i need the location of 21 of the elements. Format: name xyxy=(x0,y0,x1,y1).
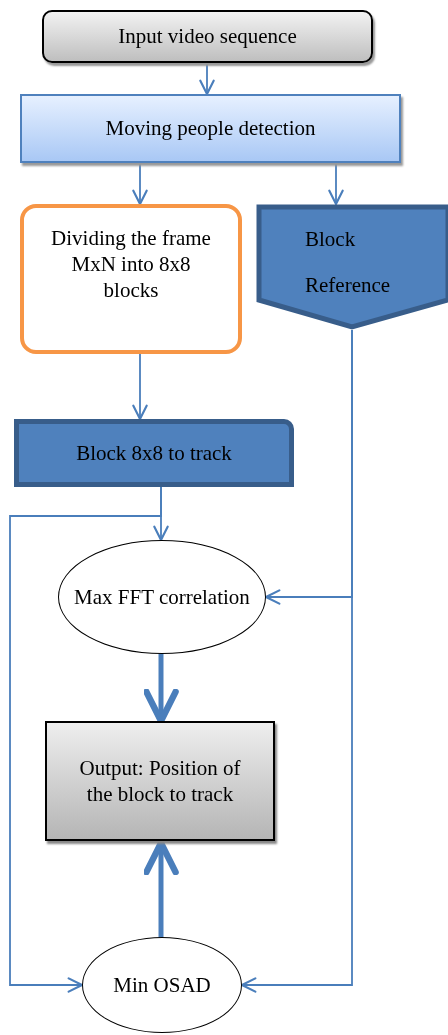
off-page-connector xyxy=(256,204,448,330)
node-label: Moving people detection xyxy=(105,115,316,142)
node-label: Block 8x8 to track xyxy=(76,439,232,467)
node-label: Min OSAD xyxy=(113,971,211,999)
arrow xyxy=(9,486,162,993)
node-label: Block Reference xyxy=(305,226,392,300)
arrow xyxy=(199,62,215,96)
arrow xyxy=(143,839,179,937)
process-box xyxy=(14,419,294,487)
arrow xyxy=(240,329,353,993)
arrow xyxy=(328,162,344,206)
node-label: Input video sequence xyxy=(118,23,297,50)
process-box xyxy=(20,94,401,163)
process-box xyxy=(42,10,373,63)
node-label: Max FFT correlation xyxy=(74,583,250,611)
arrow xyxy=(132,162,148,206)
output-box xyxy=(45,721,275,841)
node-label: Dividing the frame MxN into 8x8 blocks xyxy=(50,224,212,304)
process-box xyxy=(20,204,242,354)
node-label: Output: Position of the block to track xyxy=(78,754,242,808)
arrow xyxy=(132,353,148,421)
